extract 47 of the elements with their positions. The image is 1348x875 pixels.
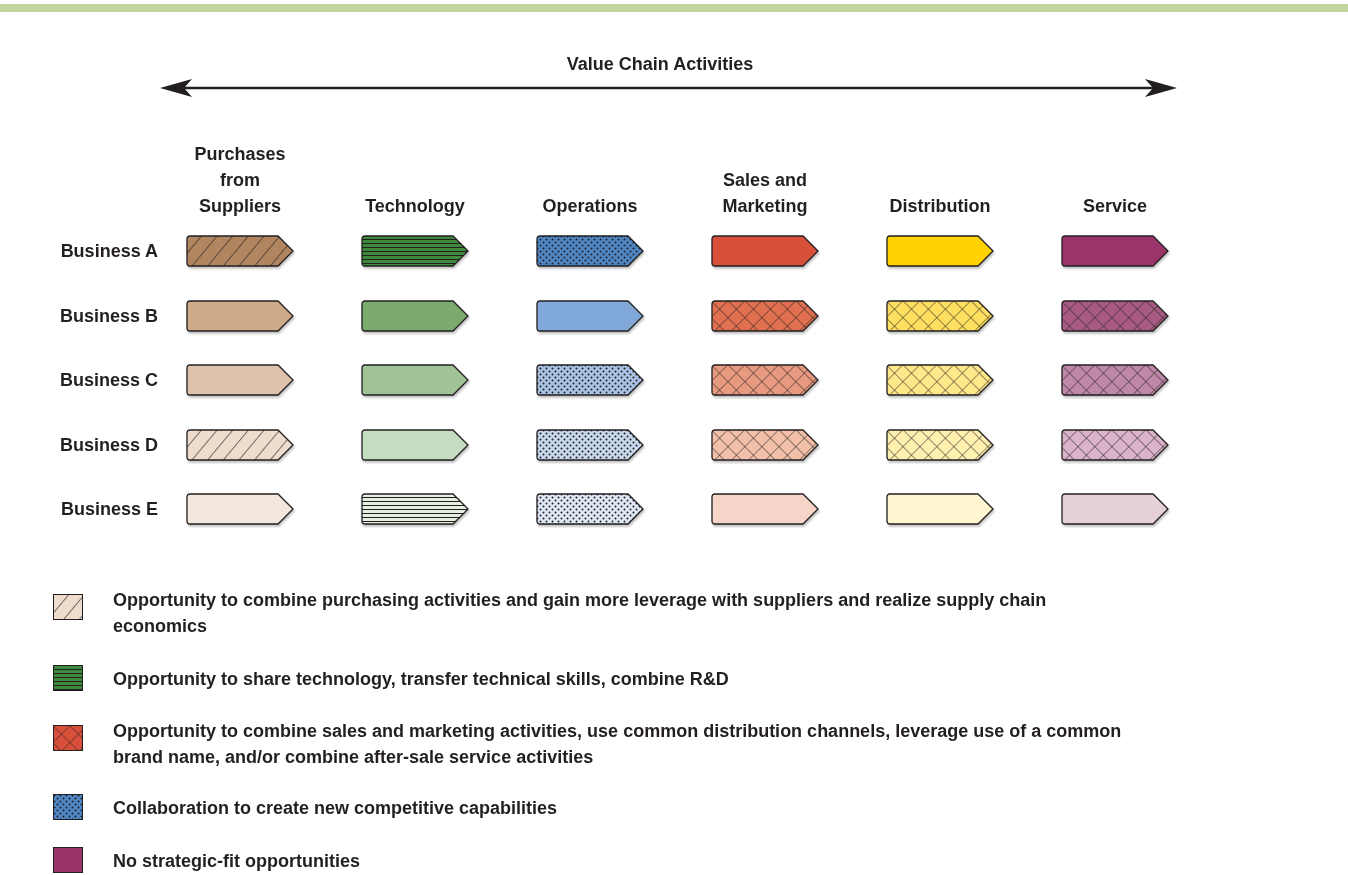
column-header: Sales and Marketing (721, 169, 809, 218)
activity-tag (886, 235, 994, 267)
activity-tag (1061, 429, 1169, 461)
activity-tag (886, 429, 994, 461)
activity-tag (361, 235, 469, 267)
activity-tag (361, 493, 469, 525)
row-header: Business D (58, 434, 158, 456)
activity-tag (186, 364, 294, 396)
activity-tag (711, 429, 819, 461)
activity-tag (1061, 300, 1169, 332)
legend-text: Collaboration to create new competitive capabilities (113, 797, 559, 820)
activity-tag (536, 364, 644, 396)
activity-tag (886, 493, 994, 525)
activity-tag (711, 235, 819, 267)
row-header: Business E (59, 498, 158, 520)
activity-tag (536, 429, 644, 461)
legend-text: No strategic-fit opportunities (113, 850, 361, 873)
column-header: Technology (364, 195, 466, 218)
row-header: Business A (59, 240, 158, 262)
activity-tag (186, 235, 294, 267)
activity-tag (886, 364, 994, 396)
activity-tag (711, 300, 819, 332)
activity-tag (1061, 493, 1169, 525)
activity-tag (186, 493, 294, 525)
activity-tag (711, 493, 819, 525)
column-header: Service (1081, 195, 1149, 218)
activity-tag (886, 300, 994, 332)
activity-tag (711, 364, 819, 396)
column-header: Distribution (888, 195, 992, 218)
activity-tag (186, 429, 294, 461)
activity-tag (361, 364, 469, 396)
axis-title: Value Chain Activities (565, 53, 755, 76)
legend-text: Opportunity to combine purchasing activities and gain more leverage with suppliers and realize supply chain economics (113, 589, 1048, 638)
row-header: Business C (58, 369, 158, 391)
activity-tag (361, 429, 469, 461)
legend-text: Opportunity to combine sales and marketing activities, use common distribution channels, leverage use of a common brand name, and/or combine after-sale service activities (113, 720, 1123, 769)
activity-tag (536, 493, 644, 525)
column-header: Purchases from Suppliers (193, 143, 287, 218)
activity-tag (1061, 364, 1169, 396)
activity-tag (361, 300, 469, 332)
activity-tag (536, 235, 644, 267)
activity-tag (1061, 235, 1169, 267)
legend-text: Opportunity to share technology, transfer technical skills, combine R&D (113, 668, 730, 691)
column-header: Operations (541, 195, 639, 218)
row-header: Business B (58, 305, 158, 327)
activity-tag (536, 300, 644, 332)
activity-tag (186, 300, 294, 332)
